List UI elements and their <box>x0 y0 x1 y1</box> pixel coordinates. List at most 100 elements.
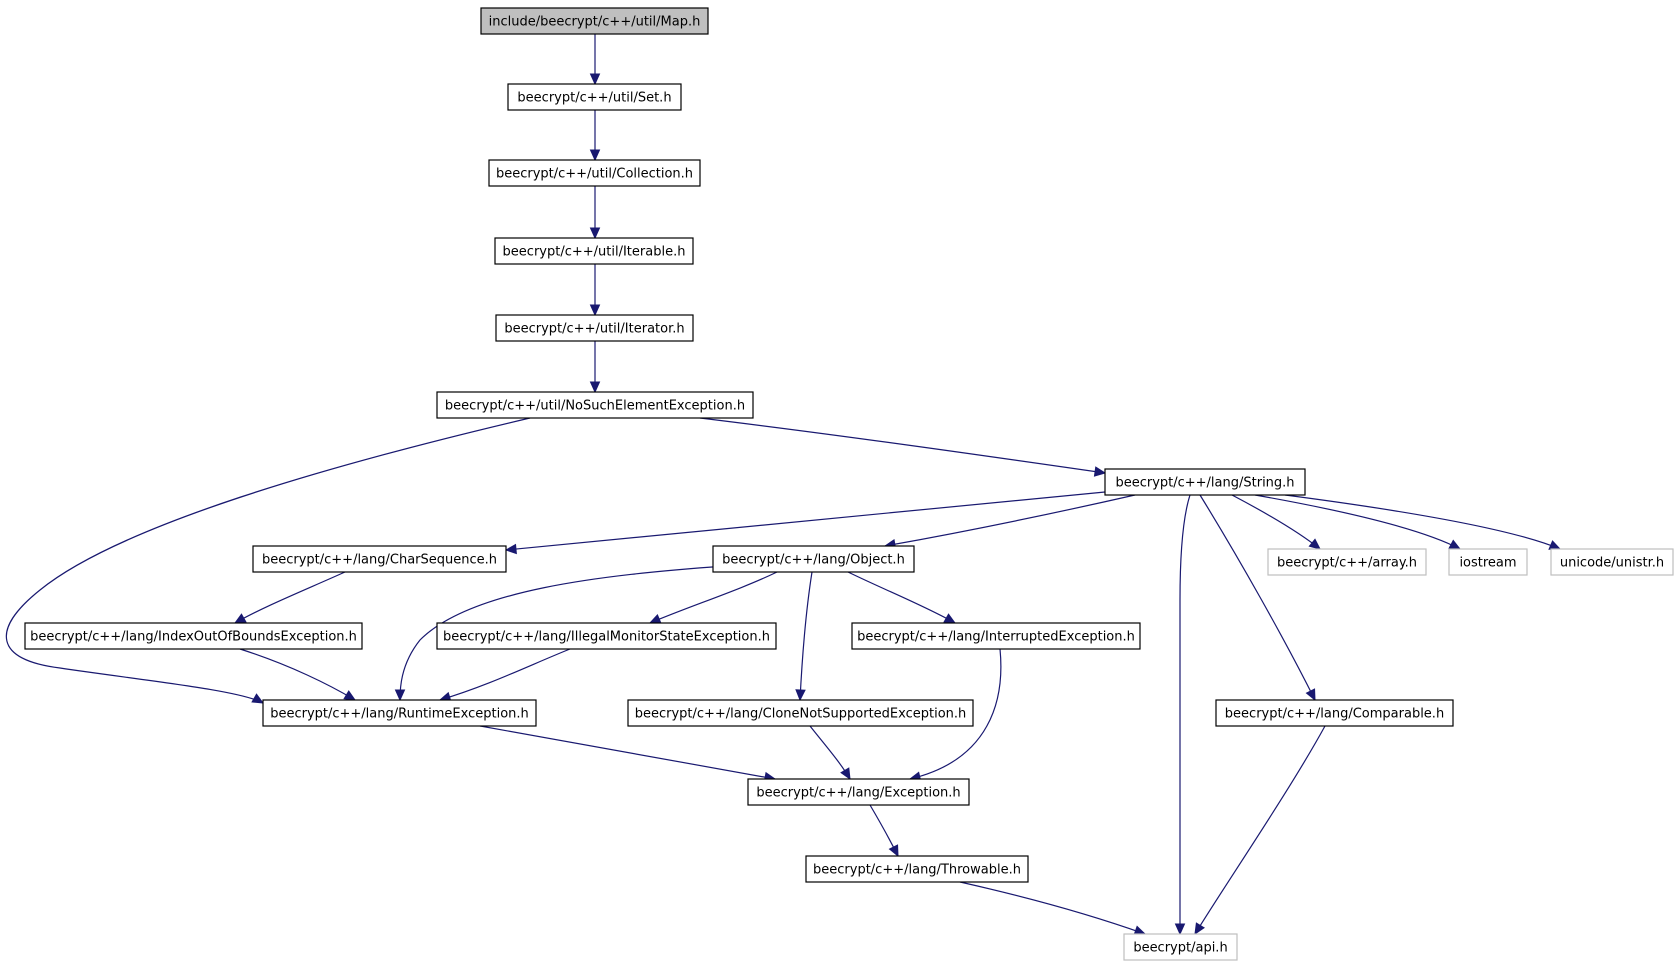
edge-iterable-to-iterator <box>589 264 601 317</box>
node-unistr[interactable]: unicode/unistr.h <box>1550 548 1674 576</box>
node-array[interactable]: beecrypt/c++/array.h <box>1267 548 1427 576</box>
edge-arrowhead <box>1305 688 1316 702</box>
node-box <box>851 622 1141 650</box>
edge-arrowhead <box>1308 538 1321 550</box>
node-box <box>1550 548 1674 576</box>
edge-string-to-iostream <box>1254 494 1462 550</box>
node-charseq[interactable]: beecrypt/c++/lang/CharSequence.h <box>252 545 507 573</box>
edge-arrowhead <box>233 613 247 624</box>
edge-line <box>479 725 776 780</box>
node-label: iostream <box>1459 556 1516 571</box>
node-object[interactable]: beecrypt/c++/lang/Object.h <box>712 545 915 573</box>
edge-indexoob-to-runtime <box>239 648 357 701</box>
edge-line <box>1194 725 1326 935</box>
edge-arrowhead <box>1448 539 1462 550</box>
edge-set-to-collection <box>589 110 601 162</box>
node-box <box>252 545 507 573</box>
edge-line <box>439 648 571 701</box>
node-nosuch[interactable]: beecrypt/c++/util/NoSuchElementException… <box>436 391 754 419</box>
node-api[interactable]: beecrypt/api.h <box>1123 933 1238 961</box>
node-box <box>712 545 915 573</box>
edge-nosuch-to-string <box>699 417 1107 477</box>
edge-string-to-unistr <box>1284 494 1562 550</box>
edge-clonenot-to-exception <box>809 725 851 781</box>
edge-arrowhead <box>589 304 601 317</box>
edge-arrowhead <box>888 844 899 858</box>
node-box <box>495 314 694 342</box>
node-string[interactable]: beecrypt/c++/lang/String.h <box>1104 468 1306 496</box>
edge-line <box>1231 494 1321 550</box>
edge-line <box>399 565 726 701</box>
node-box <box>494 237 694 265</box>
node-indexoob[interactable]: beecrypt/c++/lang/IndexOutOfBoundsExcept… <box>24 622 363 650</box>
node-iterator[interactable]: beecrypt/c++/util/Iterator.h <box>495 314 694 342</box>
edge-line <box>234 571 346 624</box>
edge-line <box>1179 494 1191 934</box>
node-label: beecrypt/c++/lang/CloneNotSupportedExcep… <box>635 707 967 722</box>
edge-arrowhead <box>504 543 517 555</box>
edge-string-to-object <box>883 494 1136 550</box>
node-label: beecrypt/c++/util/NoSuchElementException… <box>445 399 745 414</box>
node-box <box>1123 933 1238 961</box>
edge-line <box>649 571 778 624</box>
node-runtime[interactable]: beecrypt/c++/lang/RuntimeException.h <box>262 699 537 727</box>
edge-nosuch-to-runtime <box>5 417 531 704</box>
edge-collection-to-iterable <box>589 186 601 240</box>
node-label: beecrypt/c++/lang/RuntimeException.h <box>270 707 529 722</box>
node-label: beecrypt/c++/lang/Throwable.h <box>813 863 1021 878</box>
node-box <box>1267 548 1427 576</box>
edge-arrowhead <box>1174 923 1186 936</box>
nodes-layer: include/beecrypt/c++/util/Map.h beecrypt/… <box>24 7 1674 961</box>
node-box <box>436 391 754 419</box>
node-illegalmon[interactable]: beecrypt/c++/lang/IllegalMonitorStateExc… <box>436 622 777 650</box>
node-box <box>747 778 970 806</box>
node-label: beecrypt/c++/util/Collection.h <box>496 167 693 182</box>
node-label: beecrypt/c++/array.h <box>1277 556 1417 571</box>
edge-arrowhead <box>943 613 957 624</box>
node-label: beecrypt/c++/lang/IndexOutOfBoundsExcept… <box>30 630 357 645</box>
node-iostream[interactable]: iostream <box>1448 548 1528 576</box>
edge-iterator-to-nosuch <box>589 341 601 394</box>
node-label: beecrypt/c++/util/Iterable.h <box>503 245 686 260</box>
edge-line <box>239 648 356 701</box>
edge-line <box>884 494 1136 547</box>
node-comparable[interactable]: beecrypt/c++/lang/Comparable.h <box>1215 699 1454 727</box>
edge-line <box>1254 494 1461 550</box>
edge-map-to-set <box>589 34 601 86</box>
node-throwable[interactable]: beecrypt/c++/lang/Throwable.h <box>805 855 1029 883</box>
node-label: beecrypt/api.h <box>1133 941 1227 956</box>
node-box <box>805 855 1029 883</box>
node-iterable[interactable]: beecrypt/c++/util/Iterable.h <box>494 237 694 265</box>
node-label: include/beecrypt/c++/util/Map.h <box>489 15 701 30</box>
edge-runtime-to-exception <box>479 725 777 783</box>
node-label: beecrypt/c++/lang/Comparable.h <box>1225 707 1444 722</box>
edge-line <box>505 491 1106 551</box>
edge-arrowhead <box>589 149 601 162</box>
node-box <box>1448 548 1528 576</box>
node-collection[interactable]: beecrypt/c++/util/Collection.h <box>488 159 701 187</box>
node-box <box>1104 468 1306 496</box>
node-label: beecrypt/c++/lang/Object.h <box>722 553 905 568</box>
edge-line <box>799 571 813 701</box>
node-box <box>262 699 537 727</box>
edge-object-to-illegalmon <box>648 571 778 624</box>
node-label: beecrypt/c++/lang/IllegalMonitorStateExc… <box>443 630 770 645</box>
edge-arrowhead <box>394 689 406 702</box>
node-interrupted[interactable]: beecrypt/c++/lang/InterruptedException.h <box>851 622 1141 650</box>
edge-arrowhead <box>1093 466 1107 477</box>
edge-arrowhead <box>589 227 601 240</box>
node-set[interactable]: beecrypt/c++/util/Set.h <box>507 83 682 111</box>
node-label: beecrypt/c++/lang/Exception.h <box>756 786 960 801</box>
edge-exception-to-throwable <box>869 804 899 858</box>
node-clonenot[interactable]: beecrypt/c++/lang/CloneNotSupportedExcep… <box>627 699 974 727</box>
node-exception[interactable]: beecrypt/c++/lang/Exception.h <box>747 778 970 806</box>
node-label: beecrypt/c++/util/Iterator.h <box>504 322 684 337</box>
node-box <box>480 7 709 35</box>
edge-arrowhead <box>795 689 806 702</box>
edge-arrowhead <box>840 767 851 781</box>
edge-string-to-charseq <box>504 491 1106 555</box>
node-box <box>488 159 701 187</box>
edge-arrowhead <box>589 381 601 394</box>
edge-arrowhead <box>251 693 265 704</box>
